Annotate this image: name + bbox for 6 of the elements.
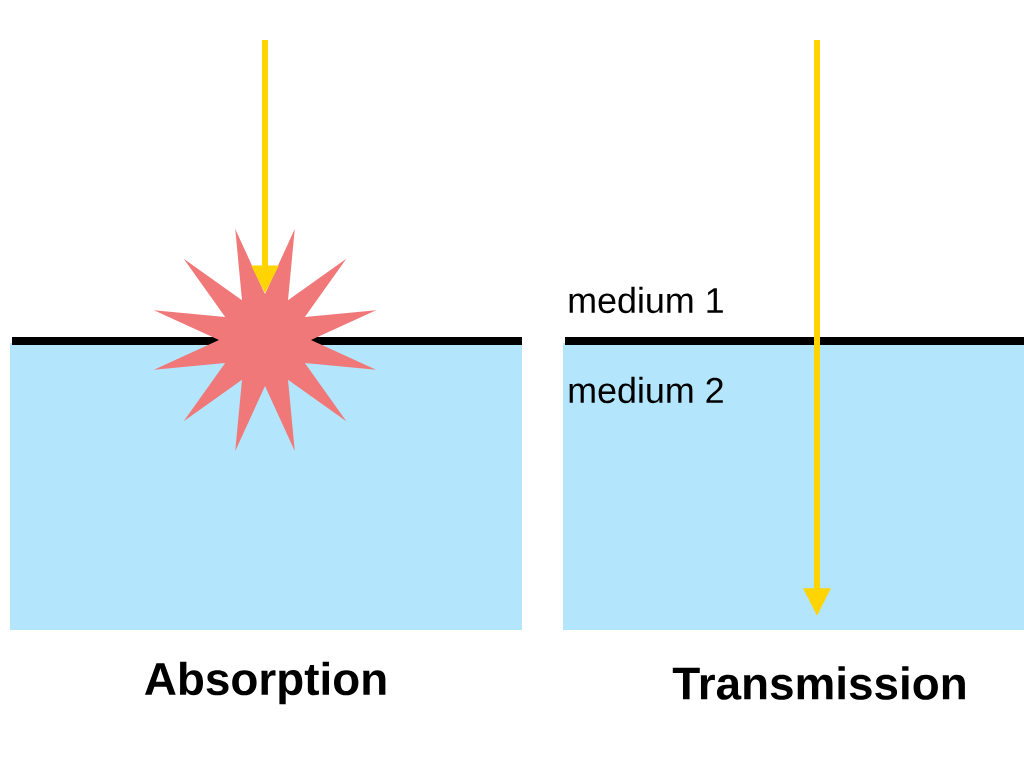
medium-block <box>563 337 1024 630</box>
starburst <box>153 228 377 452</box>
panel-label: Absorption <box>144 661 386 705</box>
medium-label: medium 1 <box>569 286 723 314</box>
medium-label: medium 2 <box>569 376 723 404</box>
panel-label: Transmission <box>672 666 965 700</box>
